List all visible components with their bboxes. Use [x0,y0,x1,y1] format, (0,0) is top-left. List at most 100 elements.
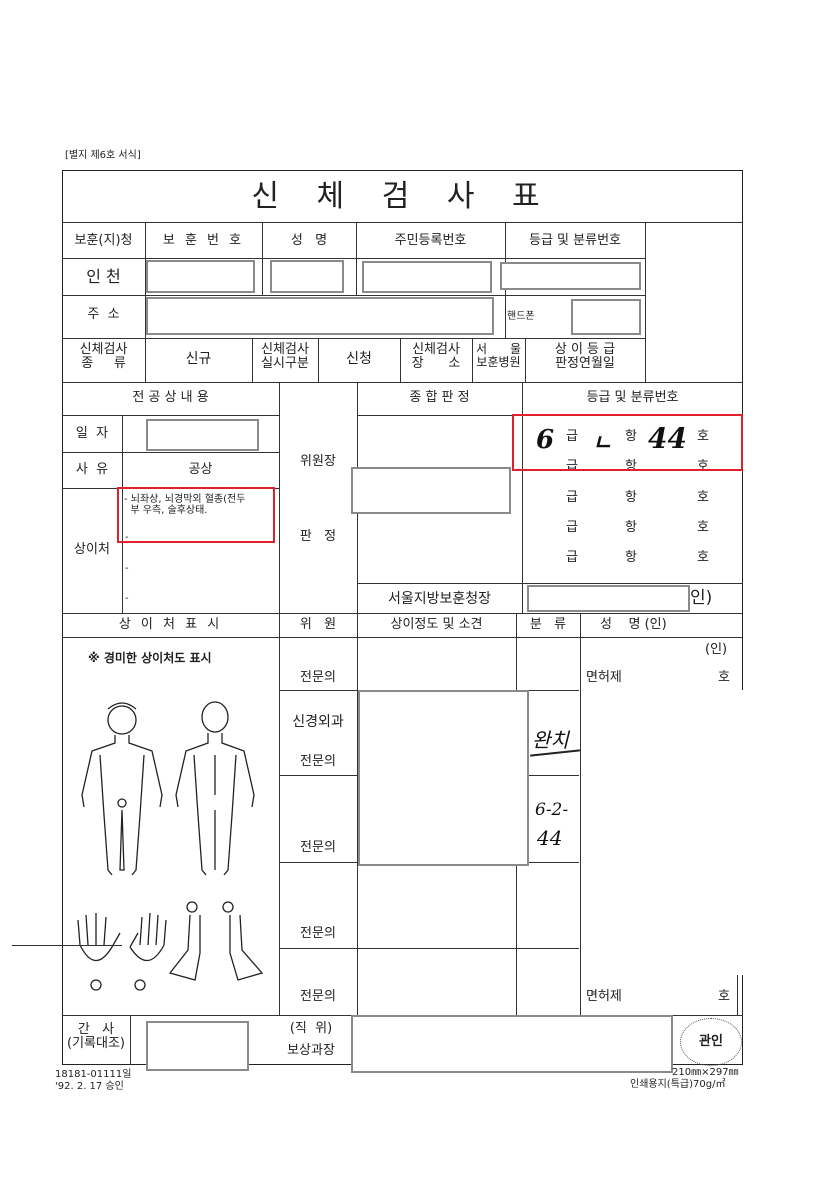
specialist-label: 전문의 [300,754,336,769]
license-suffix: 호 [718,989,730,1004]
license-suffix: 호 [718,670,730,685]
divider [357,382,358,1015]
divider [145,222,146,382]
item-unit: 항 [625,429,637,444]
divider [62,637,743,638]
grade-class-redacted [500,262,641,290]
address-redacted [146,297,494,335]
divider [645,222,646,382]
chair-redacted [351,467,511,514]
injury-content-header: 전 공 상 내 용 [132,390,209,405]
classification-header: 분 류 [529,617,567,632]
seal-small: (인) [705,642,728,657]
secretary-label-line: (기록대조) [67,1036,125,1052]
secretary-label: 간 사(기록대조) [62,1022,130,1052]
office-head-redacted [527,585,690,612]
divider [62,295,645,296]
divider [472,338,473,382]
specialist-opinion-redacted [358,690,529,866]
handwritten-note: 6-2- [535,800,569,820]
specialist-label: 전문의 [300,840,336,855]
reason-value: 공상 [188,462,213,477]
member-header: 위 원 [299,617,337,632]
neurosurgery-label: 신경외과 [292,714,344,730]
exam-method-value: 신청 [346,351,372,367]
handwritten-note: 완치 [532,728,569,752]
date-label: 일 자 [75,426,109,441]
secretary-redacted [146,1021,249,1071]
divider [525,338,526,382]
chair-label: 위원장 [300,454,336,469]
judgment-label: 판 정 [299,529,337,544]
grade-unit: 급 [566,550,578,565]
divider [279,382,280,1015]
exam-type-label-line: 신체검사 [79,342,128,357]
grade-unit: 급 [566,520,578,535]
divider [279,948,579,949]
exam-place-label-line: 신체검사 [412,342,460,357]
date-redacted [146,419,259,451]
divider [357,583,743,584]
wound-description-line: - 뇌좌상, 뇌경막외 혈종(전두 [124,494,246,505]
paper-size: 210㎜×297㎜ [672,1067,739,1078]
wound-description-line: 부 우측, 술후상태. [130,505,208,516]
wound-display-header: 상 이 처 표 시 [118,617,223,632]
grade-highlight-box [512,414,743,471]
divider [62,258,645,259]
specialist-label: 전문의 [300,926,336,941]
grade-unit: 급 [566,459,578,474]
grade-unit: 급 [566,429,578,444]
resident-no-redacted [362,261,492,293]
item-unit: 항 [625,490,637,505]
divider [62,382,743,383]
divider [62,222,743,223]
wound-label: 상이처 [74,542,110,557]
exam-type-label-line: 종 류 [81,356,126,372]
hands-figure [77,912,167,991]
divider [580,613,581,1015]
handwritten-number: 44 [648,422,687,455]
front-body-figure [81,702,163,876]
resident-no-header: 주민등록번호 [394,233,467,248]
name-header: 성 명 [290,233,328,248]
wound-dash: - [125,563,129,574]
form-title: 신 체 검 사 표 [251,179,554,214]
handwritten-note: 44 [537,826,563,850]
wound-description: - 뇌좌상, 뇌경막외 혈종(전두 부 우측, 술후상태. [124,494,245,516]
grade-class-section-header: 등급 및 분류번호 [586,390,679,405]
back-body-figure [175,701,255,876]
reason-label: 사 유 [75,462,109,477]
approval-date: '92. 2. 17 승인 [55,1081,124,1092]
divider [122,415,123,613]
number-unit: 호 [697,520,709,535]
number-unit: 호 [697,490,709,505]
office-head-label: 서울지방보훈청장 [387,591,492,607]
divider [356,222,357,295]
position-label: (직 위) [289,1021,333,1036]
exam-type-value: 신규 [185,351,212,367]
scan-artifact-line [12,945,122,946]
phone-redacted [571,299,641,335]
office-header: 보훈(지)청 [74,233,133,248]
minor-wound-note: ※ 경미한 상이처도 표시 [88,651,212,665]
exam-place-label-line: 장 소 [411,356,461,372]
grade-class-header: 등급 및 분류번호 [529,233,621,248]
number-unit: 호 [697,429,709,444]
divider [262,222,263,295]
item-unit: 항 [625,550,637,565]
veteran-no-redacted [146,260,255,293]
license-label: 면허제 [586,670,622,685]
official-seal-stamp: 관인 [680,1018,742,1066]
number-unit: 호 [697,550,709,565]
divider [130,1015,131,1065]
divider [62,338,645,339]
form-number: 18181-01111일 [55,1069,132,1080]
specialist-label: 전문의 [300,670,336,685]
wound-dash: - [125,593,129,604]
license-label: 면허제 [586,989,622,1004]
handwritten-grade: 6 [536,425,555,455]
item-unit: 항 [625,520,637,535]
